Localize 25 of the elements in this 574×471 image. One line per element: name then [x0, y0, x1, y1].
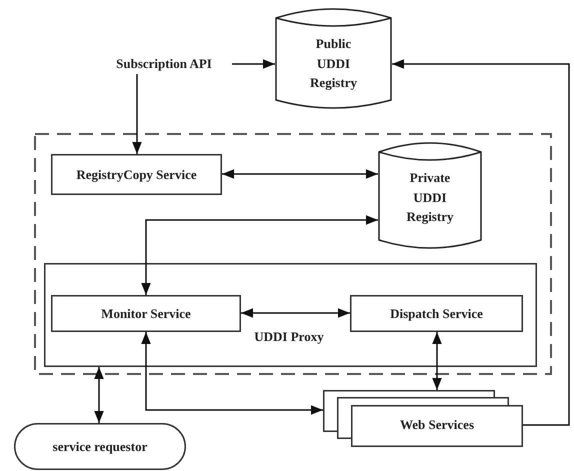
proxy-label: UDDI Proxy: [253, 329, 325, 346]
arrow: [94, 367, 104, 423]
service-box: [51, 154, 222, 195]
node-label: Subscription API: [115, 56, 213, 72]
node-label: RegistryCopy Service: [75, 166, 198, 183]
arrow: [141, 215, 378, 295]
node-label: Dispatch Service: [389, 305, 484, 322]
registry-label: Private UDDI Registry: [406, 169, 454, 226]
registry-label: Public UDDI Registry: [309, 35, 358, 92]
requestor-terminal: [14, 423, 186, 470]
proxy-container: [44, 263, 537, 367]
arrow: [222, 169, 378, 179]
node-label: Monitor Service: [100, 305, 192, 322]
service-box: [51, 295, 241, 332]
arrow: [241, 308, 350, 318]
arrow: [232, 59, 275, 69]
arrow: [392, 59, 570, 426]
arrow: [132, 74, 142, 154]
service-box: [350, 295, 523, 332]
node-label: Web Services: [398, 417, 475, 434]
arrow: [141, 332, 323, 415]
arrow: [432, 332, 442, 390]
dashed-boundary: [34, 133, 552, 375]
node-label: service requestor: [52, 438, 148, 455]
stacked-service-boxes: [323, 390, 523, 447]
